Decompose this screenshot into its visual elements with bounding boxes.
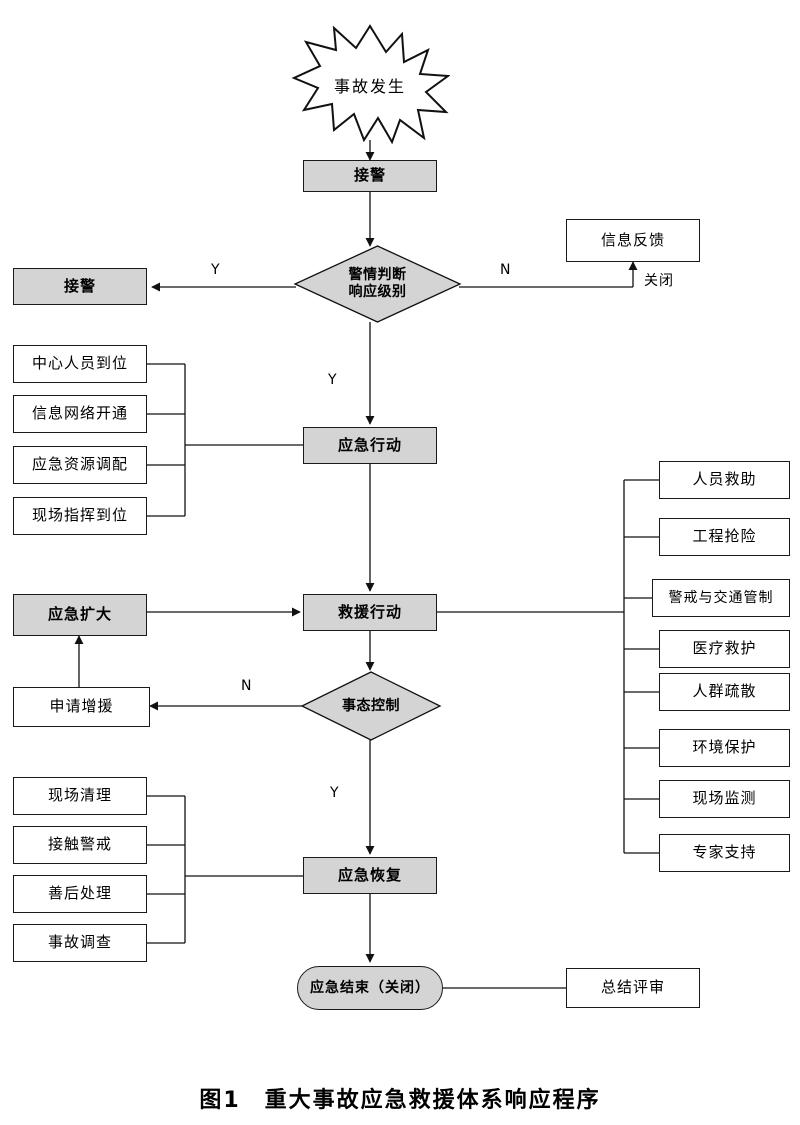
- node-contact-cordon-label: 接触警戒: [47, 835, 112, 854]
- node-environmental-protection[interactable]: 环境保护: [659, 729, 790, 767]
- node-info-network-open-label: 信息网络开通: [31, 404, 128, 423]
- node-onsite-command-in-place-label: 现场指挥到位: [31, 506, 128, 525]
- edge-label-judgement-no: N: [500, 262, 511, 278]
- node-onsite-command-in-place[interactable]: 现场指挥到位: [13, 497, 147, 535]
- edge-label-judgement-yes: Y: [211, 262, 221, 278]
- node-emergency-action[interactable]: 应急行动: [303, 427, 437, 464]
- node-alert-judgement-line1: 警情判断: [348, 267, 407, 284]
- node-resource-allocation[interactable]: 应急资源调配: [13, 446, 147, 484]
- edge-label-control-no: N: [241, 678, 252, 694]
- node-emergency-end-label: 应急结束（关闭）: [310, 979, 430, 996]
- node-accident-investigation-label: 事故调查: [47, 933, 112, 952]
- node-expert-support[interactable]: 专家支持: [659, 834, 790, 872]
- node-center-staff-in-place[interactable]: 中心人员到位: [13, 345, 147, 383]
- node-site-cleanup[interactable]: 现场清理: [13, 777, 147, 815]
- node-rescue-action[interactable]: 救援行动: [303, 594, 437, 631]
- node-cordon-traffic-control-label: 警戒与交通管制: [668, 589, 774, 606]
- node-environmental-protection-label: 环境保护: [692, 738, 757, 757]
- node-emergency-escalation-label: 应急扩大: [47, 605, 112, 624]
- node-situation-control[interactable]: 事态控制: [300, 671, 442, 741]
- node-onsite-monitoring[interactable]: 现场监测: [659, 780, 790, 818]
- node-aftermath-handling-label: 善后处理: [47, 884, 112, 903]
- node-summary-review-label: 总结评审: [600, 978, 665, 997]
- start-event-accident: 事故发生: [290, 22, 451, 145]
- node-alert-judgement[interactable]: 警情判断 响应级别: [293, 245, 462, 323]
- node-emergency-action-label: 应急行动: [337, 435, 402, 454]
- node-receive-alert-left-label: 接警: [63, 276, 96, 295]
- node-center-staff-in-place-label: 中心人员到位: [31, 354, 128, 373]
- node-rescue-action-label: 救援行动: [337, 602, 402, 621]
- node-medical-aid[interactable]: 医疗救护: [659, 630, 790, 668]
- node-accident-investigation[interactable]: 事故调查: [13, 924, 147, 962]
- node-alert-judgement-line2: 响应级别: [348, 284, 407, 300]
- node-information-feedback-label: 信息反馈: [600, 230, 665, 249]
- node-emergency-recovery[interactable]: 应急恢复: [303, 857, 437, 894]
- node-crowd-evacuation[interactable]: 人群疏散: [659, 673, 790, 711]
- node-aftermath-handling[interactable]: 善后处理: [13, 875, 147, 913]
- node-cordon-traffic-control[interactable]: 警戒与交通管制: [652, 579, 790, 617]
- node-engineering-rescue[interactable]: 工程抢险: [659, 518, 790, 556]
- node-site-cleanup-label: 现场清理: [47, 786, 112, 805]
- node-receive-alert-left[interactable]: 接警: [13, 268, 147, 305]
- node-alert-judgement-label: 警情判断 响应级别: [295, 246, 460, 322]
- node-emergency-escalation[interactable]: 应急扩大: [13, 594, 147, 636]
- node-personnel-rescue[interactable]: 人员救助: [659, 461, 790, 499]
- node-emergency-recovery-label: 应急恢复: [337, 865, 402, 884]
- node-request-reinforcement[interactable]: 申请增援: [13, 687, 150, 727]
- node-emergency-end[interactable]: 应急结束（关闭）: [297, 966, 443, 1010]
- start-event-label: 事故发生: [333, 77, 406, 96]
- node-summary-review[interactable]: 总结评审: [566, 968, 700, 1008]
- edge-label-control-yes: Y: [330, 785, 340, 801]
- node-resource-allocation-label: 应急资源调配: [31, 455, 128, 474]
- node-info-network-open[interactable]: 信息网络开通: [13, 395, 147, 433]
- node-request-reinforcement-label: 申请增援: [49, 697, 114, 716]
- node-medical-aid-label: 医疗救护: [692, 639, 757, 658]
- edge-label-judgement-down-yes: Y: [328, 372, 338, 388]
- node-contact-cordon[interactable]: 接触警戒: [13, 826, 147, 864]
- node-receive-alert-label: 接警: [353, 166, 386, 185]
- node-crowd-evacuation-label: 人群疏散: [692, 682, 757, 701]
- node-engineering-rescue-label: 工程抢险: [692, 527, 757, 546]
- node-onsite-monitoring-label: 现场监测: [692, 789, 757, 808]
- node-receive-alert[interactable]: 接警: [303, 160, 437, 192]
- edge-label-judgement-close: 关闭: [644, 273, 674, 289]
- node-personnel-rescue-label: 人员救助: [692, 470, 757, 489]
- node-information-feedback[interactable]: 信息反馈: [566, 219, 700, 262]
- figure-caption: 图1 重大事故应急救援体系响应程序: [199, 1088, 601, 1113]
- node-expert-support-label: 专家支持: [692, 843, 757, 862]
- node-situation-control-label: 事态控制: [342, 697, 400, 714]
